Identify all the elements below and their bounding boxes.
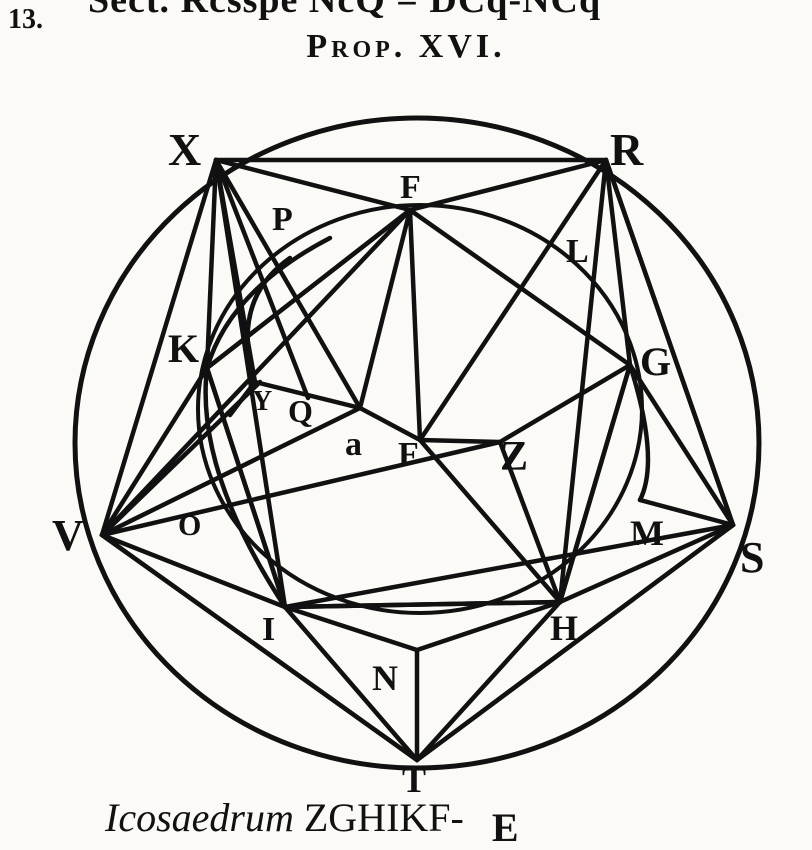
label-Z: Z — [500, 434, 528, 480]
label-I: I — [262, 611, 275, 648]
label-X: X — [168, 124, 201, 175]
label-F-center: F — [398, 436, 419, 473]
label-T: T — [402, 760, 426, 800]
label-a: a — [345, 426, 362, 463]
label-O: O — [178, 509, 201, 542]
proposition-title: Prop. XVI. — [0, 28, 812, 66]
caption-italic: Icosaedrum — [105, 795, 294, 840]
label-K: K — [168, 326, 199, 371]
prop-word: Prop. — [306, 28, 407, 65]
label-S: S — [740, 533, 764, 582]
caption-tail: E — [491, 805, 519, 850]
prop-numeral: XVI. — [418, 28, 506, 65]
label-G: G — [640, 339, 671, 384]
label-F-top: F — [400, 169, 421, 206]
point-labels: X R F P L K G Y Q a F Z V O M S I H N T — [52, 124, 764, 800]
label-Y: Y — [252, 386, 272, 417]
label-L: L — [566, 233, 589, 270]
label-H: H — [550, 608, 578, 648]
construction-lines — [99, 157, 736, 763]
label-N: N — [372, 658, 398, 698]
margin-number: 13. — [8, 4, 43, 35]
label-R: R — [610, 124, 644, 175]
cut-off-header-line: Sect. Rcsspe NcQ = DCq-NCq — [88, 0, 602, 21]
label-M: M — [630, 513, 664, 553]
figure-caption: Icosaedrum ZGHIKF- E — [105, 794, 519, 850]
outer-circle — [72, 115, 762, 771]
label-P: P — [272, 201, 293, 238]
label-Q: Q — [288, 393, 313, 429]
caption-upright: ZGHIKF- — [303, 795, 464, 840]
label-V: V — [52, 511, 84, 560]
